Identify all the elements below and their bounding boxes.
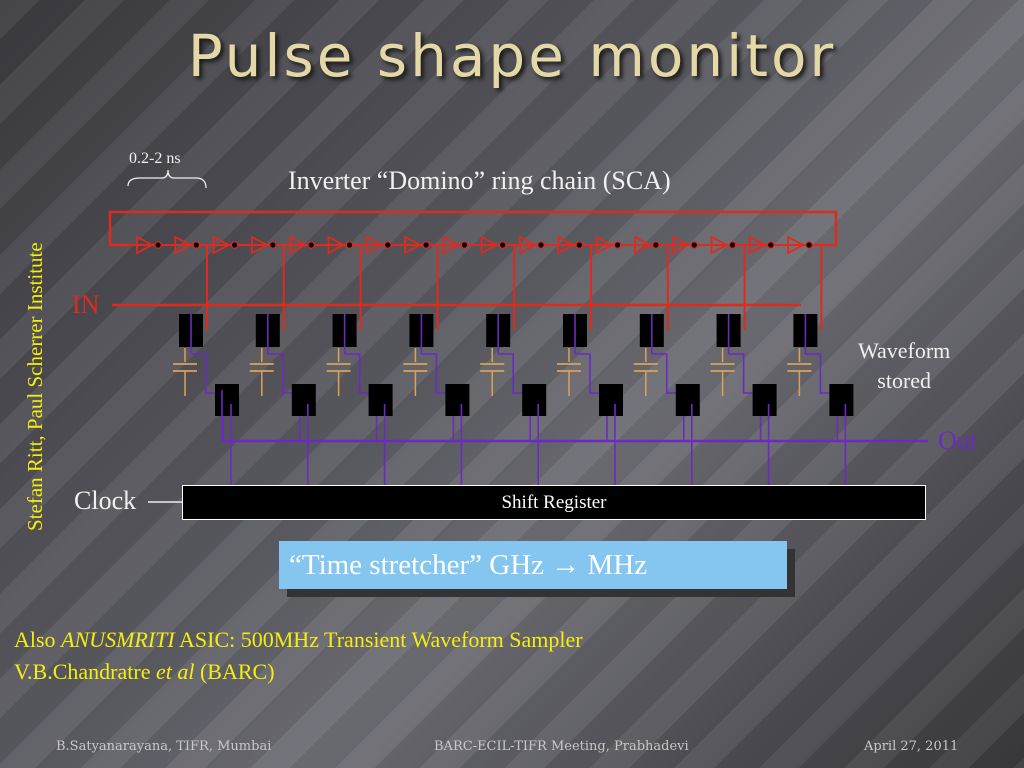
sampling-cells [148, 245, 928, 503]
inverter-node [230, 241, 239, 249]
out-label: Out [938, 426, 977, 455]
read-switch [368, 384, 393, 416]
also-line2: V.B.Chandratre et al (BARC) [14, 656, 583, 688]
ring-chain [108, 169, 838, 307]
read-switch [291, 384, 316, 416]
inverter-icon [404, 235, 423, 255]
ring-feedback-wire [108, 210, 838, 247]
waveform-line1: Waveform [858, 338, 951, 363]
inverter-node [460, 241, 469, 249]
inverter-node [575, 241, 584, 249]
footer-left: B.Satyanarayana, TIFR, Mumbai [56, 739, 272, 754]
inverter-icon [174, 235, 193, 255]
inverter-icon [557, 235, 576, 255]
also-note: Also ANUSMRITI ASIC: 500MHz Transient Wa… [14, 624, 583, 688]
inverter-node [154, 241, 162, 249]
inverter-icon [787, 235, 806, 255]
et-al: et al [155, 659, 195, 684]
inverter-node [690, 241, 699, 249]
inverter-node [307, 241, 316, 249]
read-switch [215, 384, 239, 416]
page-title: Pulse shape monitor [187, 22, 837, 90]
read-switch [675, 384, 700, 416]
org: (BARC) [194, 659, 275, 684]
time-stretcher-box: “Time stretcher” GHz → MHz [279, 541, 787, 589]
asic-desc: ASIC: 500MHz Transient Waveform Sampler [174, 627, 583, 652]
inverter-node [728, 241, 737, 249]
inverter-icon [250, 235, 269, 255]
read-switch [522, 384, 547, 416]
inverter-node [269, 241, 277, 249]
inverter-icon [595, 235, 614, 255]
footer-right: April 27, 2011 [864, 739, 959, 754]
clock-label: Clock [74, 486, 137, 515]
inverter-icon [442, 235, 461, 255]
inverter-icon [365, 235, 384, 255]
inverter-node [766, 241, 775, 249]
inverter-node [192, 241, 201, 249]
also-line1: Also ANUSMRITI ASIC: 500MHz Transient Wa… [14, 624, 583, 656]
inverter-icon [634, 235, 652, 255]
waveform-line2: stored [877, 368, 932, 393]
asic-name: ANUSMRITI [61, 627, 175, 652]
read-switch [445, 384, 470, 416]
inverter-node [537, 241, 545, 249]
read-switch [599, 384, 623, 416]
in-label: IN [72, 290, 100, 319]
inverter-icon [480, 235, 499, 255]
inverter-icon [289, 235, 308, 255]
ring-chain-label: Inverter “Domino” ring chain (SCA) [288, 166, 671, 195]
inverter-icon [136, 235, 154, 255]
shift-register: Shift Register [182, 485, 926, 520]
inverter-node [498, 241, 507, 249]
delay-label: 0.2-2 ns [129, 150, 181, 167]
inverter-node [652, 241, 660, 249]
inverter-icon [212, 235, 231, 255]
read-switch [752, 384, 777, 416]
also-prefix: Also [14, 627, 62, 652]
inverter-icon [519, 235, 537, 255]
inverter-icon [710, 235, 729, 255]
footer-center: BARC-ECIL-TIFR Meeting, Prabhadevi [434, 739, 689, 754]
inverter-icon [748, 235, 767, 255]
inverter-node [345, 241, 354, 249]
authors: V.B.Chandratre [14, 659, 156, 684]
waveform-stored-label: Waveform stored [858, 336, 950, 396]
inverter-node [613, 241, 622, 249]
read-switch [829, 384, 854, 416]
inverter-icon [327, 235, 346, 255]
inverter-node [422, 241, 430, 249]
inverter-node [383, 241, 392, 249]
inverter-icon [672, 235, 691, 255]
inverter-node [805, 241, 813, 249]
delay-brace-icon [127, 169, 207, 189]
